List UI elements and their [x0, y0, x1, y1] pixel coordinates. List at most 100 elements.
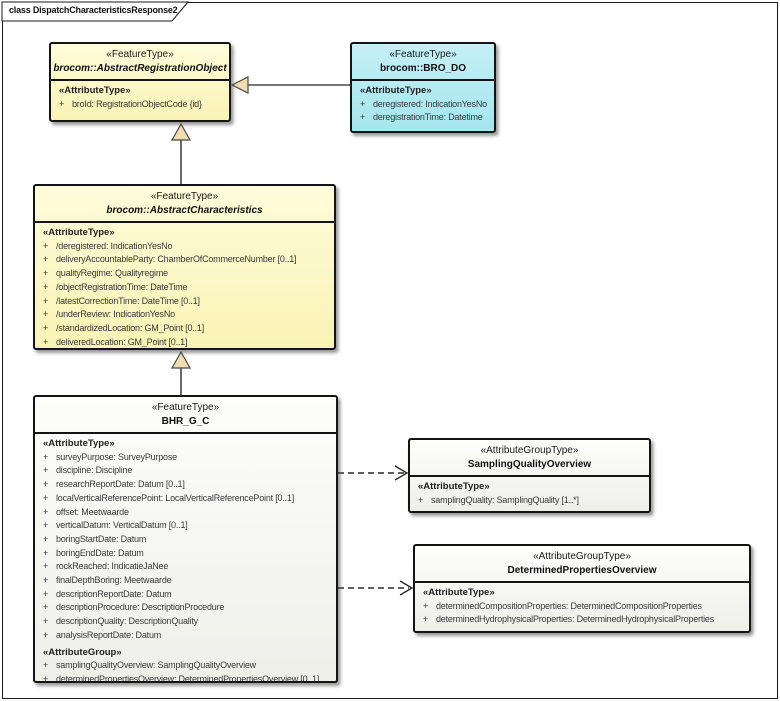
- attribute-row: +/latestCorrectionTime: DateTime [0..1]: [35, 295, 334, 309]
- attribute-text: offset: Meetwaarde: [56, 506, 129, 517]
- attribute-section-label: «AttributeType»: [360, 85, 432, 96]
- attribute-text: /underReview: IndicationYesNo: [56, 309, 175, 320]
- attribute-text: descriptionQuality: DescriptionQuality: [56, 616, 198, 627]
- class-header: «FeatureType» brocom::AbstractRegistrati…: [51, 44, 229, 79]
- class-stereotype: «FeatureType»: [389, 49, 457, 60]
- visibility-marker: +: [43, 295, 49, 306]
- class-header: «AttributeGroupType» SamplingQualityOver…: [410, 440, 649, 475]
- visibility-marker: +: [43, 281, 49, 292]
- attribute-text: analysisReportDate: Datum: [56, 629, 162, 640]
- visibility-marker: +: [43, 660, 49, 671]
- diagram-title: class DispatchCharacteristicsResponse2: [9, 5, 178, 15]
- attribute-text: samplingQualityOverview: SamplingQuality…: [56, 660, 256, 671]
- visibility-marker: +: [43, 616, 49, 627]
- attribute-text: localVerticalReferencePoint: LocalVertic…: [56, 492, 295, 503]
- class-abstract-registration-object[interactable]: «FeatureType» brocom::AbstractRegistrati…: [49, 42, 231, 122]
- visibility-marker: +: [59, 98, 65, 109]
- attributes-compartment: «AttributeType» + samplingQuality: Sampli…: [410, 475, 649, 511]
- class-header: «FeatureType» brocom::BRO_DO: [352, 44, 494, 79]
- attribute-row: +determinedCompositionProperties: Determ…: [415, 600, 749, 614]
- attribute-row: +deliveryAccountableParty: ChamberOfComm…: [35, 253, 334, 267]
- attribute-text: descriptionReportDate: Datum: [56, 588, 172, 599]
- attribute-row: +offset: Meetwaarde: [35, 506, 336, 520]
- visibility-marker: +: [43, 575, 49, 586]
- class-name: brocom::BRO_DO: [379, 63, 467, 74]
- attribute-text: determinedPropertiesOverview: Determined…: [56, 673, 320, 681]
- visibility-marker: +: [43, 520, 49, 531]
- class-name: BHR_G_C: [161, 416, 210, 427]
- visibility-marker: +: [43, 533, 49, 544]
- class-stereotype: «AttributeGroupType»: [533, 551, 631, 562]
- attribute-row: + descriptionReportDate: Datum: [35, 588, 336, 602]
- visibility-marker: +: [360, 98, 366, 109]
- class-name: DeterminedPropertiesOverview: [507, 565, 657, 576]
- attribute-row: + verticalDatum: VerticalDatum [0..1]: [35, 519, 336, 533]
- attribute-text: broId: RegistrationObjectCode {id}: [72, 98, 202, 109]
- visibility-marker: +: [43, 602, 49, 613]
- attributes-compartment: «AttributeType» + broId: RegistrationObj…: [51, 79, 229, 120]
- attribute-row: + /standardizedLocation: GM_Point [0..1]: [35, 322, 334, 336]
- visibility-marker: +: [43, 465, 49, 476]
- visibility-marker: +: [43, 322, 49, 333]
- attribute-row: + deregistered: IndicationYesNo: [352, 98, 494, 112]
- attribute-row: + descriptionQuality: DescriptionQuality: [35, 615, 336, 629]
- visibility-marker: +: [418, 494, 424, 505]
- attribute-group-section-label: «AttributeGroup»: [43, 646, 122, 658]
- attribute-text: deliveryAccountableParty: ChamberOfComme…: [56, 254, 297, 265]
- attribute-row: +rockReached: IndicatieJaNee: [35, 560, 336, 574]
- attribute-text: /standardizedLocation: GM_Point [0..1]: [56, 322, 204, 333]
- attribute-row: + deregistrationTime: Datetime: [352, 111, 494, 125]
- attribute-section-label: «AttributeType»: [418, 481, 490, 492]
- visibility-marker: +: [43, 629, 49, 640]
- visibility-marker: +: [43, 673, 49, 681]
- attribute-text: verticalDatum: VerticalDatum [0..1]: [56, 520, 188, 531]
- class-header: «AttributeGroupType» DeterminedPropertie…: [415, 546, 749, 581]
- class-bhr-g-c[interactable]: «FeatureType» BHR_G_C «AttributeType» +s…: [33, 395, 338, 683]
- class-stereotype: «FeatureType»: [150, 191, 219, 202]
- class-abstract-characteristics[interactable]: «FeatureType» brocom::AbstractCharacteri…: [33, 184, 336, 350]
- attribute-text: deregistrationTime: Datetime: [373, 112, 483, 123]
- attribute-row: +determinedHydrophysicalProperties: Dete…: [415, 613, 749, 627]
- attribute-row: +localVerticalReferencePoint: LocalVerti…: [35, 492, 336, 506]
- attribute-text: /deregistered: IndicationYesNo: [56, 240, 173, 251]
- attribute-text: samplingQuality: SamplingQuality [1..*]: [431, 494, 579, 505]
- attribute-text: discipline: Discipline: [56, 465, 133, 476]
- class-name: brocom::AbstractCharacteristics: [106, 205, 263, 216]
- attribute-text: deregistered: IndicationYesNo: [373, 98, 487, 109]
- visibility-marker: +: [423, 614, 429, 625]
- attributes-compartment: «AttributeType» +/deregistered: Indicati…: [35, 221, 334, 348]
- visibility-marker: +: [43, 309, 49, 320]
- visibility-marker: +: [43, 547, 49, 558]
- attribute-text: researchReportDate: Datum [0..1]: [56, 479, 185, 490]
- attribute-row: + determinedPropertiesOverview: Determine…: [35, 673, 336, 681]
- class-name: SamplingQualityOverview: [467, 459, 592, 470]
- visibility-marker: +: [43, 451, 49, 462]
- class-bro-do[interactable]: «FeatureType» brocom::BRO_DO «AttributeT…: [350, 42, 496, 133]
- visibility-marker: +: [423, 600, 429, 611]
- attribute-section-label: «AttributeType»: [423, 587, 495, 598]
- attribute-text: /objectRegistrationTime: DateTime: [56, 281, 188, 292]
- attribute-row: + descriptionProcedure: DescriptionProced…: [35, 601, 336, 615]
- attributes-compartment: «AttributeType» +determinedCompositionPr…: [415, 581, 749, 631]
- attribute-row: +surveyPurpose: SurveyPurpose: [35, 451, 336, 465]
- class-header: «FeatureType» brocom::AbstractCharacteri…: [35, 186, 334, 221]
- attribute-text: descriptionProcedure: DescriptionProcedu…: [56, 602, 225, 613]
- visibility-marker: +: [43, 588, 49, 599]
- attribute-row: + discipline: Discipline: [35, 464, 336, 478]
- attribute-row: +deliveredLocation: GM_Point [0..1]: [35, 336, 334, 348]
- class-name: brocom::AbstractRegistrationObject: [53, 63, 227, 74]
- attributes-compartment: «AttributeType» + deregistered: Indicati…: [352, 79, 494, 131]
- attribute-text: boringEndDate: Datum: [56, 547, 144, 558]
- attribute-row: + boringStartDate: Datum: [35, 533, 336, 547]
- class-determined-properties-overview[interactable]: «AttributeGroupType» DeterminedPropertie…: [413, 544, 751, 633]
- attribute-section-label: «AttributeType»: [59, 85, 131, 96]
- attribute-row: + boringEndDate: Datum: [35, 547, 336, 561]
- attribute-section-label: «AttributeType»: [43, 438, 115, 449]
- class-stereotype: «AttributeGroupType»: [480, 445, 579, 456]
- class-sampling-quality-overview[interactable]: «AttributeGroupType» SamplingQualityOver…: [408, 438, 651, 513]
- attribute-text: boringStartDate: Datum: [56, 533, 147, 544]
- attribute-text: deliveredLocation: GM_Point [0..1]: [56, 336, 188, 347]
- attribute-text: finalDepthBoring: Meetwaarde: [56, 575, 172, 586]
- attribute-row: +researchReportDate: Datum [0..1]: [35, 478, 336, 492]
